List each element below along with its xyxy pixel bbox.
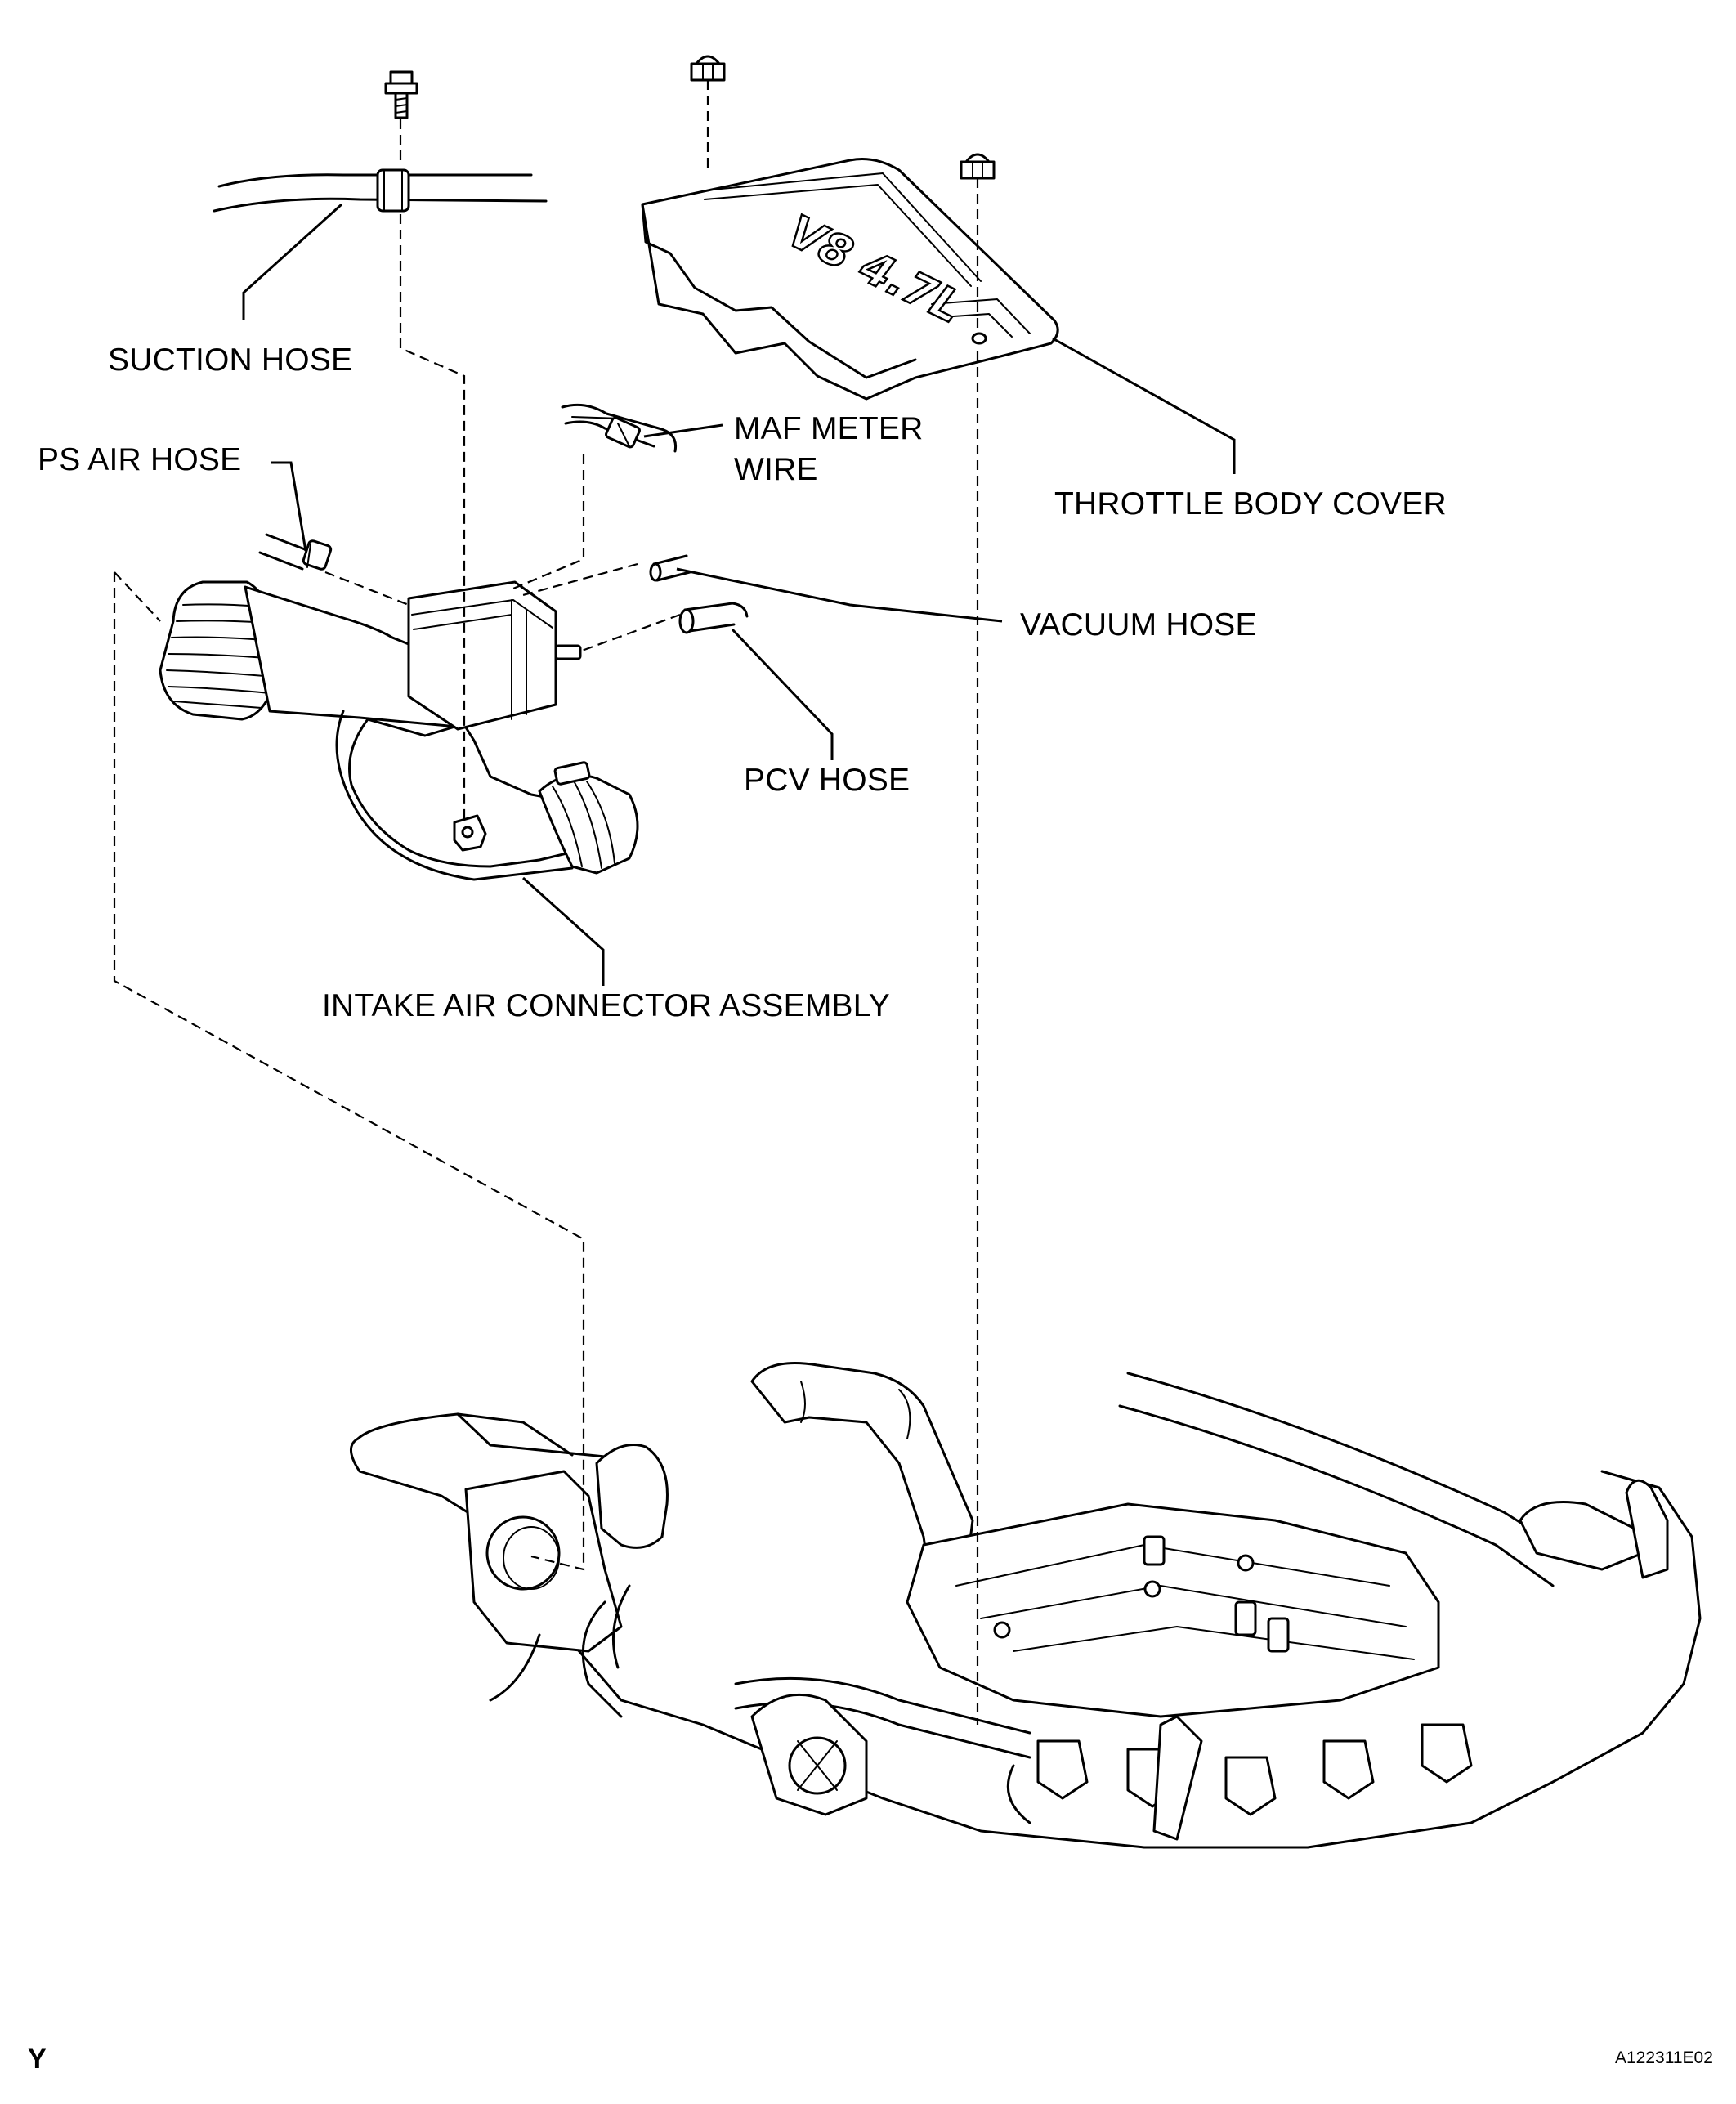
maf-meter-wire — [561, 403, 678, 453]
label-pcv-hose: PCV HOSE — [744, 763, 911, 798]
label-suction-hose: SUCTION HOSE — [108, 342, 353, 378]
throttle-body-cover: V8 4.7L — [641, 158, 1059, 401]
corner-mark: Y — [28, 2044, 47, 2075]
vacuum-hose-piece — [649, 554, 691, 582]
label-ps-air-hose: PS AIR HOSE — [38, 442, 242, 477]
label-maf-meter-wire-line1: MAF METER — [734, 411, 924, 446]
label-maf-meter-wire-line2: WIRE — [734, 452, 818, 487]
pcv-hose-piece — [678, 602, 749, 634]
bolt — [384, 70, 418, 119]
leader-lines — [242, 203, 1236, 986]
intake-air-connector — [159, 580, 639, 881]
ps-air-hose — [258, 533, 333, 571]
nut-right — [960, 153, 996, 180]
label-vacuum-hose: VACUUM HOSE — [1020, 607, 1257, 642]
figure-code: A122311E02 — [1615, 2048, 1713, 2067]
label-intake-air-connector-assembly: INTAKE AIR CONNECTOR ASSEMBLY — [322, 988, 890, 1023]
assembly-guide-lines — [113, 80, 979, 1725]
nut-left — [690, 55, 726, 82]
suction-hose — [213, 168, 548, 213]
engine — [350, 1362, 1702, 1849]
label-throttle-body-cover: THROTTLE BODY COVER — [1054, 486, 1447, 522]
